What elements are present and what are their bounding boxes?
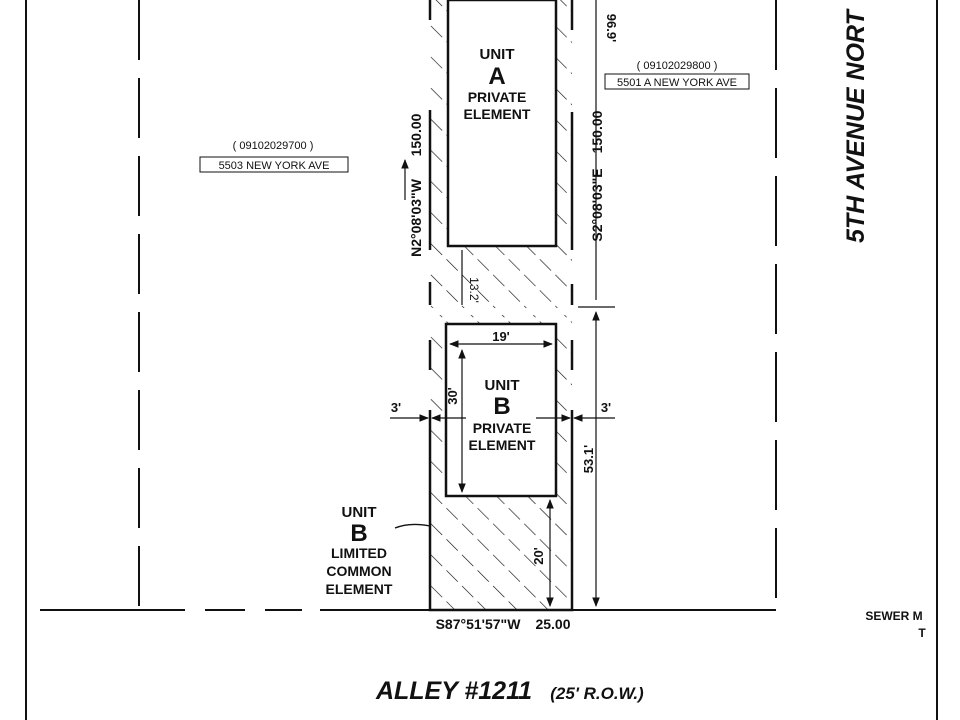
dim-3-right: 3' xyxy=(601,400,611,415)
dim-30: 30' xyxy=(445,387,460,405)
dim-13: 13.2' xyxy=(467,277,481,303)
dim-19: 19' xyxy=(492,329,510,344)
sewer-label: SEWER M xyxy=(865,609,922,623)
dim-3-left: 3' xyxy=(391,400,401,415)
east-length: 150.00 xyxy=(589,110,605,153)
lce-letter: B xyxy=(350,520,367,547)
east-address: 5501 A NEW YORK AVE xyxy=(617,77,737,89)
unit-a-line2: ELEMENT xyxy=(464,106,531,122)
lce-line1: LIMITED xyxy=(331,545,387,561)
south-bearing: S87°51'57"W xyxy=(436,616,522,632)
unit-a-line1: PRIVATE xyxy=(468,89,527,105)
west-address-box xyxy=(199,156,349,173)
unit-b-letter: B xyxy=(493,393,510,420)
west-address: 5503 NEW YORK AVE xyxy=(219,160,330,172)
east-parcel-id: ( 09102029800 ) xyxy=(637,60,718,72)
unit-b-line1: PRIVATE xyxy=(473,420,532,436)
street-name: 5TH AVENUE NORT xyxy=(842,7,870,243)
dim-20: 20' xyxy=(531,547,546,565)
west-parcel-id: ( 09102029700 ) xyxy=(233,140,314,152)
unit-a-letter: A xyxy=(488,63,505,90)
unit-b-line2: ELEMENT xyxy=(469,437,536,453)
east-address-box xyxy=(604,73,750,90)
east-bearing: S2°08'03"E xyxy=(589,168,605,241)
lce-line2: COMMON xyxy=(326,563,391,579)
lce-outline xyxy=(428,410,574,612)
lce-line3: ELEMENT xyxy=(326,581,393,597)
lce-unit-label: UNIT xyxy=(342,504,377,521)
unit-a-label: UNIT xyxy=(480,46,515,63)
dim-96: 96.9' xyxy=(604,14,619,42)
dim-53: 53.1' xyxy=(581,445,596,473)
south-length: 25.00 xyxy=(535,616,570,632)
sewer-label-2: T xyxy=(918,626,926,640)
alley-row: (25' R.O.W.) xyxy=(550,684,644,703)
lce-leader xyxy=(394,523,431,529)
alley-name: ALLEY #1211 xyxy=(375,677,532,705)
west-bearing: N2°08'03"W xyxy=(408,178,424,257)
west-length: 150.00 xyxy=(408,113,424,156)
unit-b-label: UNIT xyxy=(485,377,520,394)
unit-a-outline xyxy=(446,0,558,248)
